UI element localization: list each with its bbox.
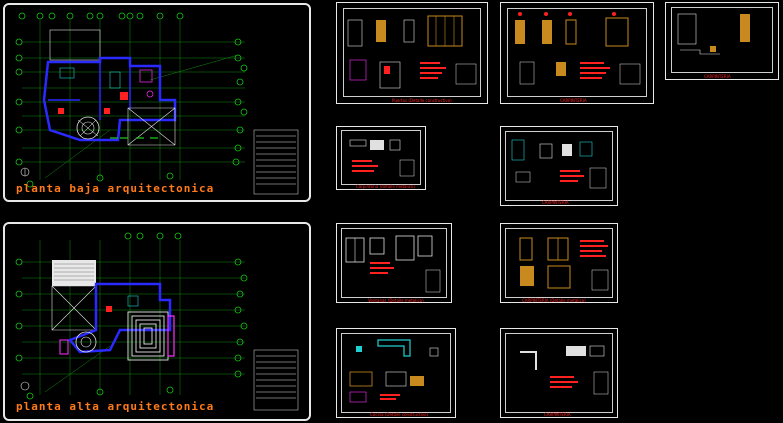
- detail-sheet-6-caption: Ventanas (Detalle metalico): [368, 298, 424, 303]
- detail-sheet-7[interactable]: [500, 223, 618, 303]
- detail-sheet-1[interactable]: [336, 2, 488, 104]
- detail-sheet-5[interactable]: [500, 126, 618, 206]
- detail-sheet-4-caption: Carpinteria (detalle metalico): [356, 184, 415, 189]
- upper-floor-plan-drawing: [15, 232, 248, 400]
- detail-sheet-3[interactable]: [665, 2, 779, 80]
- detail-sheet-9-frame: [505, 333, 613, 413]
- detail-sheet-2-frame: [507, 8, 647, 97]
- detail-sheet-8-frame: [341, 333, 451, 413]
- detail-sheet-2-caption: CARPINTERIA: [560, 98, 587, 103]
- detail-sheet-8[interactable]: [336, 328, 456, 418]
- detail-sheet-4-frame: [341, 130, 421, 185]
- detail-sheet-4[interactable]: [336, 126, 426, 190]
- upper-floor-plan-sheet[interactable]: [3, 222, 311, 421]
- detail-sheet-1-caption: Puertas (Detalle constructivo): [392, 98, 452, 103]
- detail-sheet-3-frame: [671, 7, 773, 73]
- detail-8-drawing: [349, 339, 439, 403]
- detail-sheet-3-caption: CARPINTERIA: [704, 74, 731, 79]
- detail-sheet-7-caption: CARPINTERIA (Detalle metalico): [522, 298, 586, 303]
- detail-sheet-5-caption: CARPINTERIA: [542, 200, 569, 205]
- ground-floor-plan-title: planta baja arquitectonica: [16, 182, 215, 195]
- detail-sheet-2[interactable]: [500, 2, 654, 104]
- detail-sheet-6[interactable]: [336, 223, 452, 303]
- detail-sheet-9-caption: CARPINTERIA: [544, 412, 571, 417]
- detail-1-drawing: [347, 15, 477, 89]
- ground-floor-plan-drawing: [15, 12, 248, 188]
- detail-9-drawing: [520, 345, 609, 395]
- detail-7-drawing: [519, 237, 609, 291]
- detail-6-drawing: [345, 235, 441, 293]
- detail-3-drawing: [677, 13, 750, 55]
- detail-5-drawing: [511, 139, 607, 189]
- detail-sheet-7-frame: [505, 228, 613, 298]
- detail-2-drawing: [515, 12, 641, 85]
- detail-sheet-5-frame: [505, 131, 613, 201]
- detail-sheet-8-caption: Cocina (Detalle constructivo): [370, 412, 429, 417]
- ground-floor-plan-sheet[interactable]: [3, 3, 311, 202]
- upper-floor-title-block: [253, 349, 299, 411]
- detail-4-drawing: [349, 139, 415, 177]
- detail-sheet-9[interactable]: [500, 328, 618, 418]
- upper-floor-plan-title: planta alta arquitectonica: [16, 400, 215, 413]
- ground-floor-title-block: [253, 129, 299, 195]
- detail-sheet-1-frame: [343, 8, 481, 97]
- detail-sheet-6-frame: [341, 228, 447, 298]
